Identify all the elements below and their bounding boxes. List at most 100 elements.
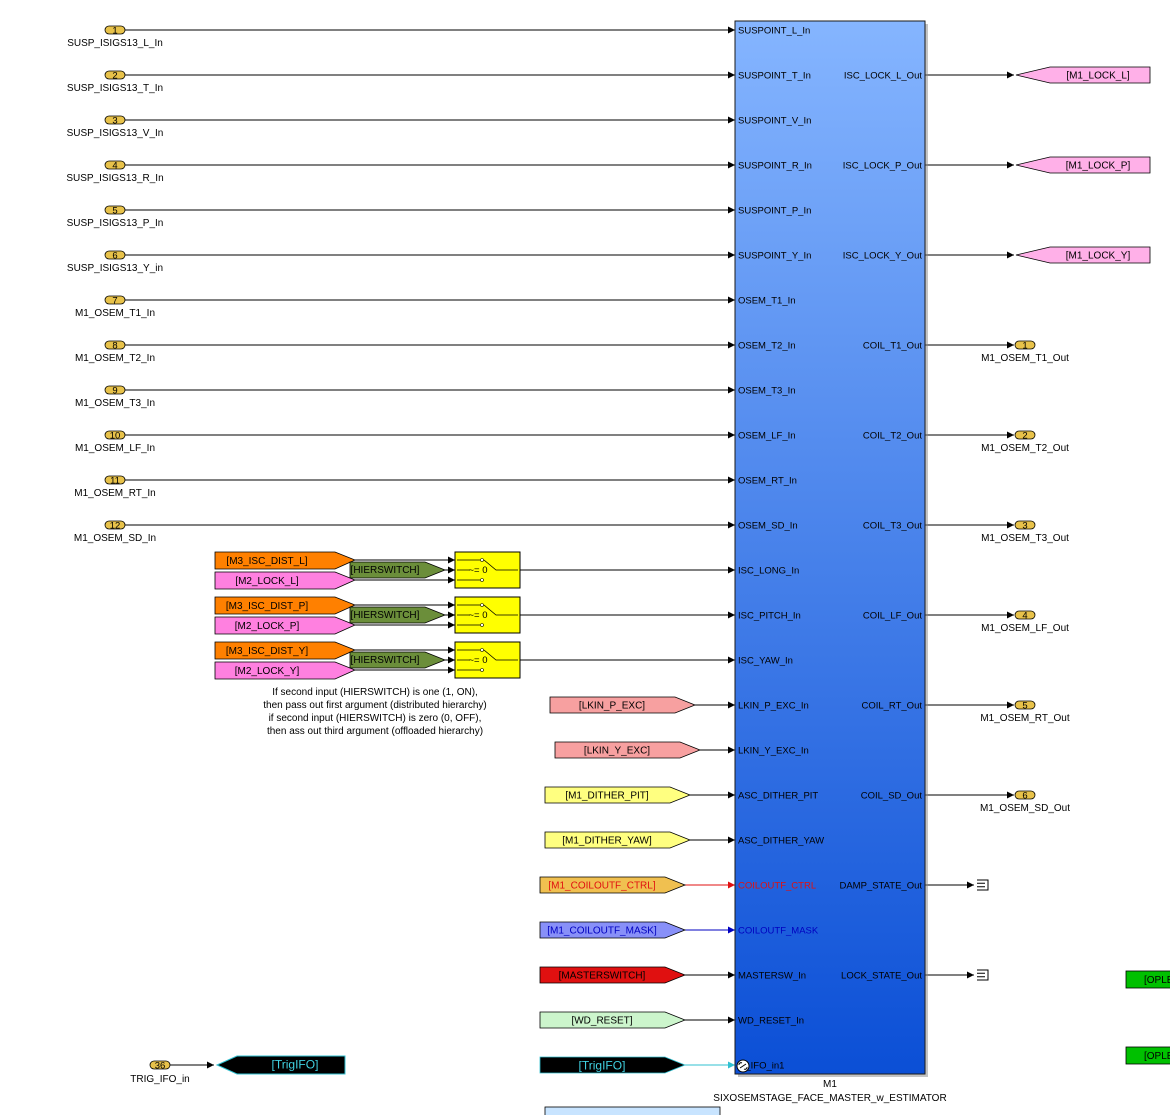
from-tag-6[interactable]: [M1_COILOUTF_MASK]: [539, 921, 687, 939]
from-tag-shape: [539, 966, 687, 984]
block-name: M1: [823, 1079, 837, 1090]
inport-9[interactable]: 9M1_OSEM_T3_In: [75, 386, 155, 410]
lock-tag: [214, 571, 357, 590]
outport-shape: [1014, 790, 1036, 800]
trig-goto-label: [TrigIFO]: [272, 1058, 319, 1072]
block-input-port: SUSPOINT_P_In: [738, 206, 811, 217]
inport-shape: [104, 205, 126, 215]
trig-goto-tag[interactable]: [TrigIFO]: [215, 1055, 346, 1075]
from-tag-8[interactable]: [WD_RESET]: [539, 1011, 687, 1029]
outport-number: 3: [1022, 521, 1027, 532]
dist-tag-label: [M3_ISC_DIST_L]: [226, 556, 307, 567]
outport-1[interactable]: 1M1_OSEM_T1_Out: [981, 341, 1069, 365]
terminators: [977, 879, 989, 981]
switch-condition: ~= 0: [468, 610, 487, 621]
block-output-port: COIL_LF_Out: [863, 611, 922, 622]
outport-5[interactable]: 5M1_OSEM_RT_Out: [980, 701, 1070, 725]
inport-shape: [104, 475, 126, 485]
inport-number: 12: [110, 521, 121, 532]
bottom-partial-block[interactable]: [544, 1106, 721, 1115]
edge-tag-2[interactable]: [OPLE: [1125, 1046, 1170, 1065]
block-output-port: COIL_SD_Out: [861, 791, 923, 802]
block-input-port: OSEM_T1_In: [738, 296, 796, 307]
terminator-icon: [977, 969, 989, 981]
goto-tag-3[interactable]: [M1_LOCK_Y]: [1015, 246, 1151, 264]
from-tag-9[interactable]: [TrigIFO]: [539, 1056, 687, 1074]
block-output-port: COIL_T3_Out: [863, 521, 922, 532]
outport-2[interactable]: 2M1_OSEM_T2_Out: [981, 431, 1069, 455]
note-line-4: then ass out third argument (offloaded h…: [267, 726, 483, 737]
terminator-1[interactable]: [977, 879, 989, 891]
switch-condition: ~= 0: [468, 655, 487, 666]
from-tag-4[interactable]: [M1_DITHER_YAW]: [544, 831, 692, 849]
outport-number: 4: [1022, 611, 1027, 622]
goto-tag-shape: [1015, 66, 1151, 84]
from-tag-2[interactable]: [LKIN_Y_EXC]: [554, 741, 702, 759]
block-input-labels: SUSPOINT_L_InSUSPOINT_T_InSUSPOINT_V_InS…: [738, 26, 824, 1072]
dist-tag-label: [M3_ISC_DIST_Y]: [226, 646, 308, 657]
block-input-port: LKIN_P_EXC_In: [738, 701, 809, 712]
outport-name: M1_OSEM_T2_Out: [981, 443, 1069, 454]
from-tag-7[interactable]: [MASTERSWITCH]: [539, 966, 687, 984]
hierswitch-tag: [349, 651, 447, 669]
from-tag-shape: [554, 741, 702, 759]
from-tag-5[interactable]: [M1_COILOUTF_CTRL]: [539, 876, 687, 894]
dist-tag-label: [M3_ISC_DIST_P]: [226, 601, 308, 612]
outport-name: M1_OSEM_T3_Out: [981, 533, 1069, 544]
inport-7[interactable]: 7M1_OSEM_T1_In: [75, 296, 155, 320]
inport-number: 5: [112, 206, 117, 217]
note-line-2: then pass out first argument (distribute…: [263, 700, 486, 711]
terminator-2[interactable]: [977, 969, 989, 981]
from-tag-1[interactable]: [LKIN_P_EXC]: [549, 696, 697, 714]
block-input-port: ISC_YAW_In: [738, 656, 793, 667]
switch-group-1[interactable]: [M3_ISC_DIST_L][M2_LOCK_L][HIERSWITCH]~=…: [214, 551, 521, 590]
switch-groups: [M3_ISC_DIST_L][M2_LOCK_L][HIERSWITCH]~=…: [214, 551, 521, 680]
lock-tag: [214, 616, 357, 635]
trig-inport[interactable]: 36 TRIG_IFO_in: [130, 1061, 189, 1086]
goto-tag-2[interactable]: [M1_LOCK_P]: [1015, 156, 1151, 174]
switch-group-2[interactable]: [M3_ISC_DIST_P][M2_LOCK_P][HIERSWITCH]~=…: [214, 596, 521, 635]
inport-number: 1: [112, 26, 117, 37]
block-input-port: ASC_DITHER_YAW: [738, 836, 824, 847]
inport-name: M1_OSEM_T2_In: [75, 353, 155, 364]
inport-name: M1_OSEM_SD_In: [74, 533, 156, 544]
m1-subsystem-block[interactable]: SUSPOINT_L_InSUSPOINT_T_InSUSPOINT_V_InS…: [734, 20, 928, 1077]
outport-4[interactable]: 4M1_OSEM_LF_Out: [981, 611, 1069, 635]
switch-symbol: [457, 559, 518, 581]
outport-3[interactable]: 3M1_OSEM_T3_Out: [981, 521, 1069, 545]
from-tag-label: [LKIN_P_EXC]: [579, 701, 645, 712]
outport-6[interactable]: 6M1_OSEM_SD_Out: [980, 791, 1070, 815]
inport-8[interactable]: 8M1_OSEM_T2_In: [75, 341, 155, 365]
goto-tag-shape: [1015, 156, 1151, 174]
outport-name: M1_OSEM_LF_Out: [981, 623, 1069, 634]
goto-tags: [M1_LOCK_L] [M1_LOCK_P] [M1_LOCK_Y]: [1015, 66, 1151, 264]
switch-group-3[interactable]: [M3_ISC_DIST_Y][M2_LOCK_Y][HIERSWITCH]~=…: [214, 641, 521, 680]
from-tag-3[interactable]: [M1_DITHER_PIT]: [544, 786, 692, 804]
outport-name: M1_OSEM_SD_Out: [980, 803, 1070, 814]
dist-tag: [214, 641, 357, 660]
outport-shape: [1014, 340, 1036, 350]
block-input-port: SUSPOINT_R_In: [738, 161, 812, 172]
goto-tag-label: [M1_LOCK_P]: [1066, 161, 1131, 172]
lock-tag-label: [M2_LOCK_L]: [235, 576, 299, 587]
inport-name: SUSP_ISIGS13_R_In: [66, 173, 163, 184]
lock-tag: [214, 661, 357, 680]
from-tag-label: [WD_RESET]: [571, 1016, 632, 1027]
goto-tag-1[interactable]: [M1_LOCK_L]: [1015, 66, 1151, 84]
inport-number: 4: [112, 161, 117, 172]
block-input-port: OSEM_RT_In: [738, 476, 797, 487]
outport-name: M1_OSEM_T1_Out: [981, 353, 1069, 364]
link-icon: [736, 1059, 750, 1073]
edge-tag-1[interactable]: [OPLE: [1125, 970, 1170, 989]
